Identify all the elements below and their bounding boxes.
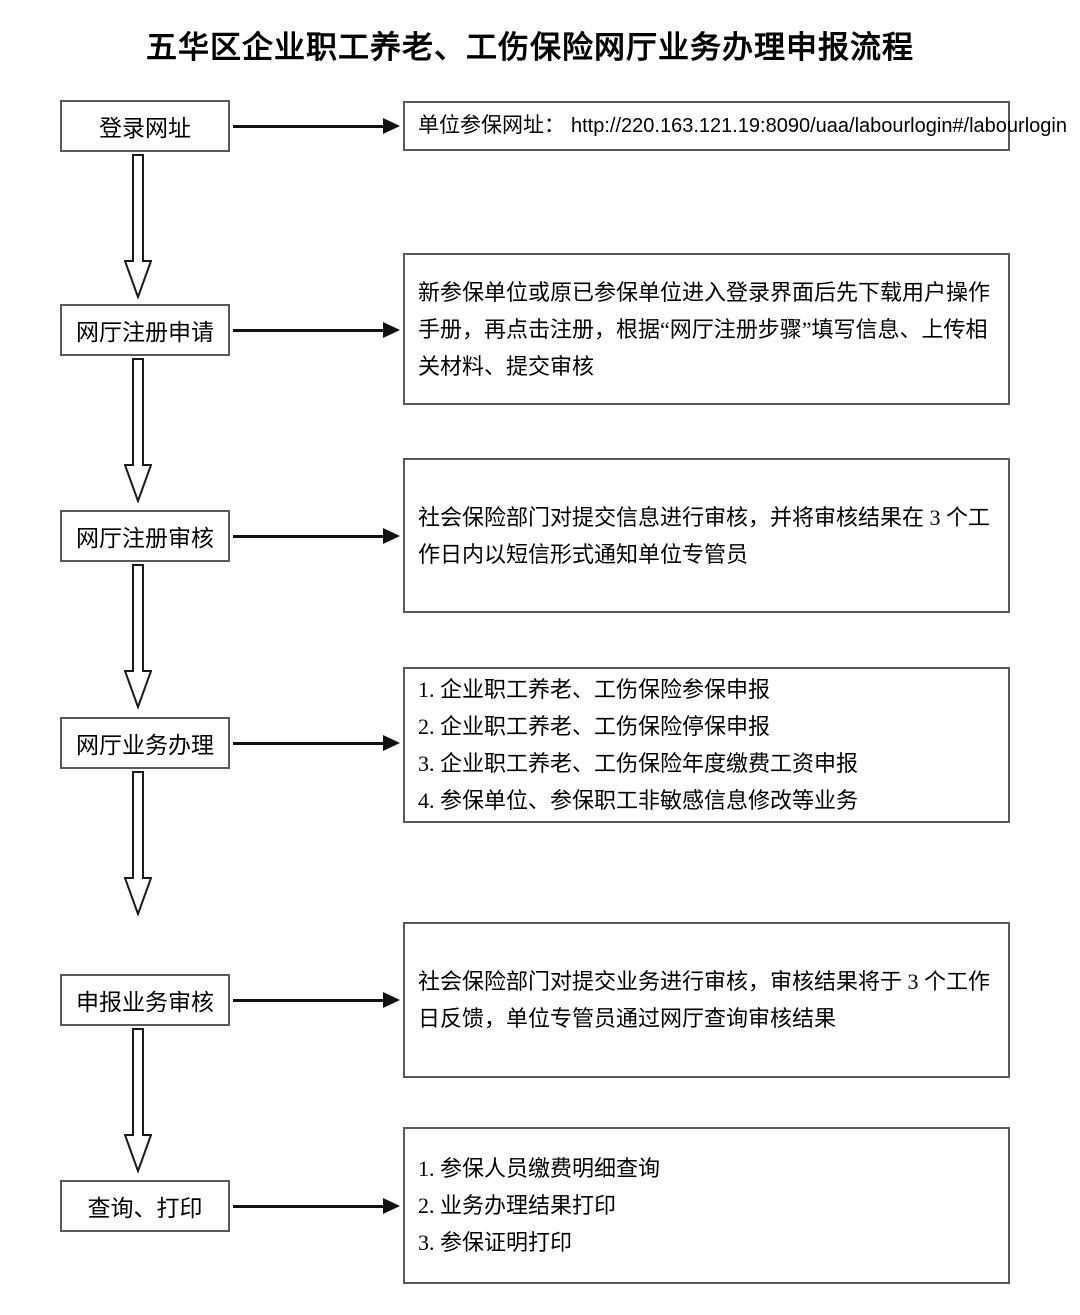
arrow-right-4-icon bbox=[233, 734, 400, 752]
step-box-registration-apply: 网厅注册申请 bbox=[60, 304, 230, 356]
detail-box-business-handling: 1. 企业职工养老、工伤保险参保申报 2. 企业职工养老、工伤保险停保申报 3.… bbox=[403, 667, 1010, 823]
detail-text: 1. 企业职工养老、工伤保险参保申报 2. 企业职工养老、工伤保险停保申报 3.… bbox=[418, 677, 859, 813]
detail-box-query-print: 1. 参保人员缴费明细查询 2. 业务办理结果打印 3. 参保证明打印 bbox=[403, 1127, 1010, 1284]
detail-text: 新参保单位或原已参保单位进入登录界面后先下载用户操作手册，再点击注册，根据“网厅… bbox=[418, 279, 991, 379]
arrow-right-3-icon bbox=[233, 527, 400, 545]
arrow-down-2-icon bbox=[124, 358, 152, 503]
detail-box-registration-review: 社会保险部门对提交信息进行审核，并将审核结果在 3 个工作日内以短信形式通知单位… bbox=[403, 458, 1010, 613]
page-title: 五华区企业职工养老、工伤保险网厅业务办理申报流程 bbox=[146, 30, 914, 65]
step-box-registration-review: 网厅注册审核 bbox=[60, 510, 230, 562]
arrow-right-5-icon bbox=[233, 991, 400, 1009]
step-box-business-handling: 网厅业务办理 bbox=[60, 717, 230, 769]
step-box-query-print: 查询、打印 bbox=[60, 1180, 230, 1232]
arrow-down-1-icon bbox=[124, 154, 152, 299]
detail-text: 社会保险部门对提交业务进行审核，审核结果将于 3 个工作日反馈，单位专管员通过网… bbox=[418, 969, 991, 1031]
arrow-down-3-icon bbox=[124, 564, 152, 709]
arrow-down-4-icon bbox=[124, 771, 152, 916]
arrow-down-5-icon bbox=[124, 1028, 152, 1173]
url-label: 单位参保网址： bbox=[418, 113, 565, 137]
detail-box-login-url: 单位参保网址： http://220.163.121.19:8090/uaa/l… bbox=[403, 101, 1067, 151]
arrow-right-6-icon bbox=[233, 1197, 400, 1215]
detail-box-registration-apply: 新参保单位或原已参保单位进入登录界面后先下载用户操作手册，再点击注册，根据“网厅… bbox=[403, 253, 1010, 405]
step-box-login-url: 登录网址 bbox=[60, 100, 230, 152]
arrow-right-1-icon bbox=[233, 117, 400, 135]
step-box-declaration-review: 申报业务审核 bbox=[60, 974, 230, 1026]
detail-text: 社会保险部门对提交信息进行审核，并将审核结果在 3 个工作日内以短信形式通知单位… bbox=[418, 504, 991, 567]
portal-url: http://220.163.121.19:8090/uaa/labourlog… bbox=[571, 115, 1067, 137]
detail-box-declaration-review: 社会保险部门对提交业务进行审核，审核结果将于 3 个工作日反馈，单位专管员通过网… bbox=[403, 922, 1010, 1078]
arrow-right-2-icon bbox=[233, 321, 400, 339]
detail-text: 1. 参保人员缴费明细查询 2. 业务办理结果打印 3. 参保证明打印 bbox=[418, 1156, 661, 1255]
